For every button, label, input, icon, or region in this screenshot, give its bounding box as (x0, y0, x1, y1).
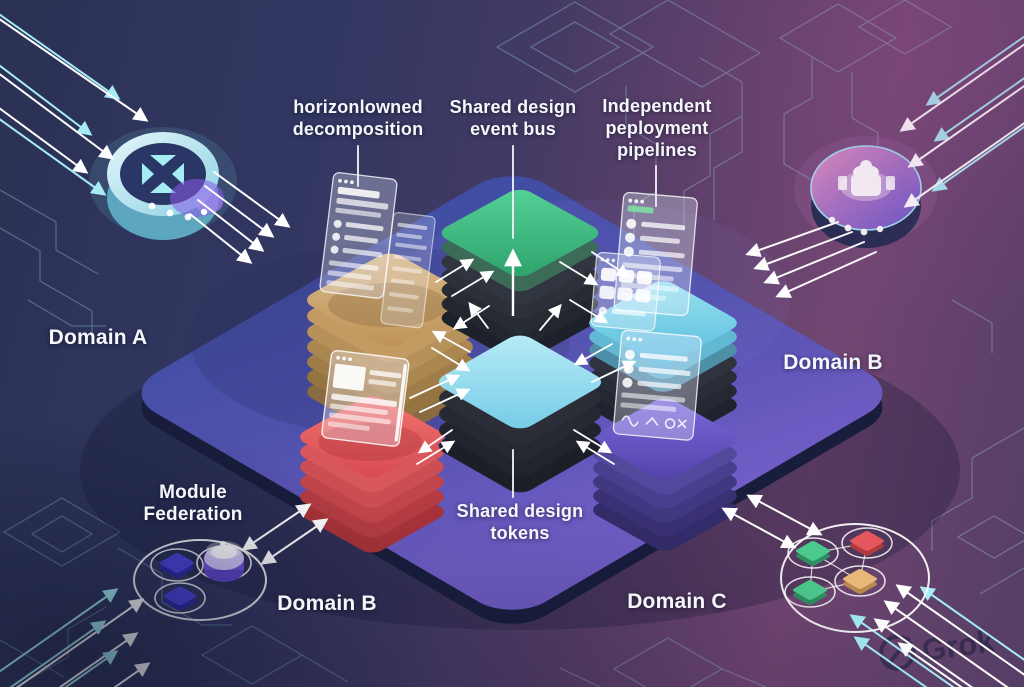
module-federation-cluster (133, 539, 267, 621)
label-line: Independent (602, 96, 712, 116)
load-balancer-disc-left (89, 127, 237, 240)
label-domain-c: Domain C (627, 590, 727, 613)
label-domain-b-bottom: Domain B (277, 592, 377, 615)
federation-host-icon (196, 541, 252, 582)
arrow-bundle-top-left-out (189, 171, 291, 264)
label-line: peployment (605, 118, 709, 138)
label-line: pipelines (617, 140, 697, 160)
graph-node-green (784, 576, 836, 608)
label-domain-b-right: Domain B (783, 351, 883, 374)
arrow-bundle-top-left-in (0, 13, 149, 196)
service-cube-icon (838, 160, 895, 196)
graph-node-green (787, 537, 839, 569)
stack-tan-domain-a (300, 249, 480, 443)
browser-card-domain-c (612, 329, 702, 441)
graph-node-orange (834, 565, 886, 597)
label-domain-a: Domain A (48, 326, 148, 349)
service-node-disc-right (794, 136, 938, 248)
label-line: Shared design (449, 97, 577, 117)
arrow-bundle-top-right-in (899, 35, 1024, 208)
browser-card-grid (590, 251, 661, 332)
central-exchange-arrows (409, 251, 637, 465)
label-event-bus: Shared design event bus (450, 96, 577, 140)
browser-card-pipelines (613, 191, 698, 317)
label-decomposition: horizonlowned decomposition (293, 96, 424, 140)
graph-node-red (841, 527, 893, 559)
label-design-tokens: Shared design tokens (457, 500, 584, 544)
label-line: tokens (490, 523, 550, 543)
arrow-bundle-bottom-left-in (0, 588, 151, 687)
label-line: Federation (143, 504, 243, 525)
label-line: horizonlowned (293, 97, 423, 117)
arrow-bundle-bottom-right-in (849, 584, 1024, 687)
arrow-bundle-top-right-out (745, 221, 877, 298)
dependency-graph-cluster (780, 523, 930, 633)
module-cube-icon (154, 582, 206, 614)
disc-chevron-icons (142, 155, 184, 193)
label-pipelines: Independent peployment pipelines (602, 95, 711, 161)
doodle-icons (621, 415, 687, 429)
browser-card-decomposition (319, 172, 398, 299)
label-leader-lines (357, 145, 657, 498)
port-glow-dots (148, 202, 208, 221)
browser-card-red-module (321, 349, 410, 447)
label-line: decomposition (292, 119, 424, 139)
label-module-federation: Module Federation (143, 482, 242, 526)
svg-text:Grok: Grok (920, 623, 997, 668)
browser-card-decomposition-side (380, 211, 436, 329)
dependency-graph-arrows (721, 494, 823, 549)
label-line: Module (159, 482, 227, 503)
module-cube-icon (150, 548, 204, 582)
module-federation-arrows (241, 503, 329, 565)
port-glow-dots (828, 216, 884, 236)
label-line: event bus (470, 119, 556, 139)
label-line: Shared design (456, 501, 584, 521)
